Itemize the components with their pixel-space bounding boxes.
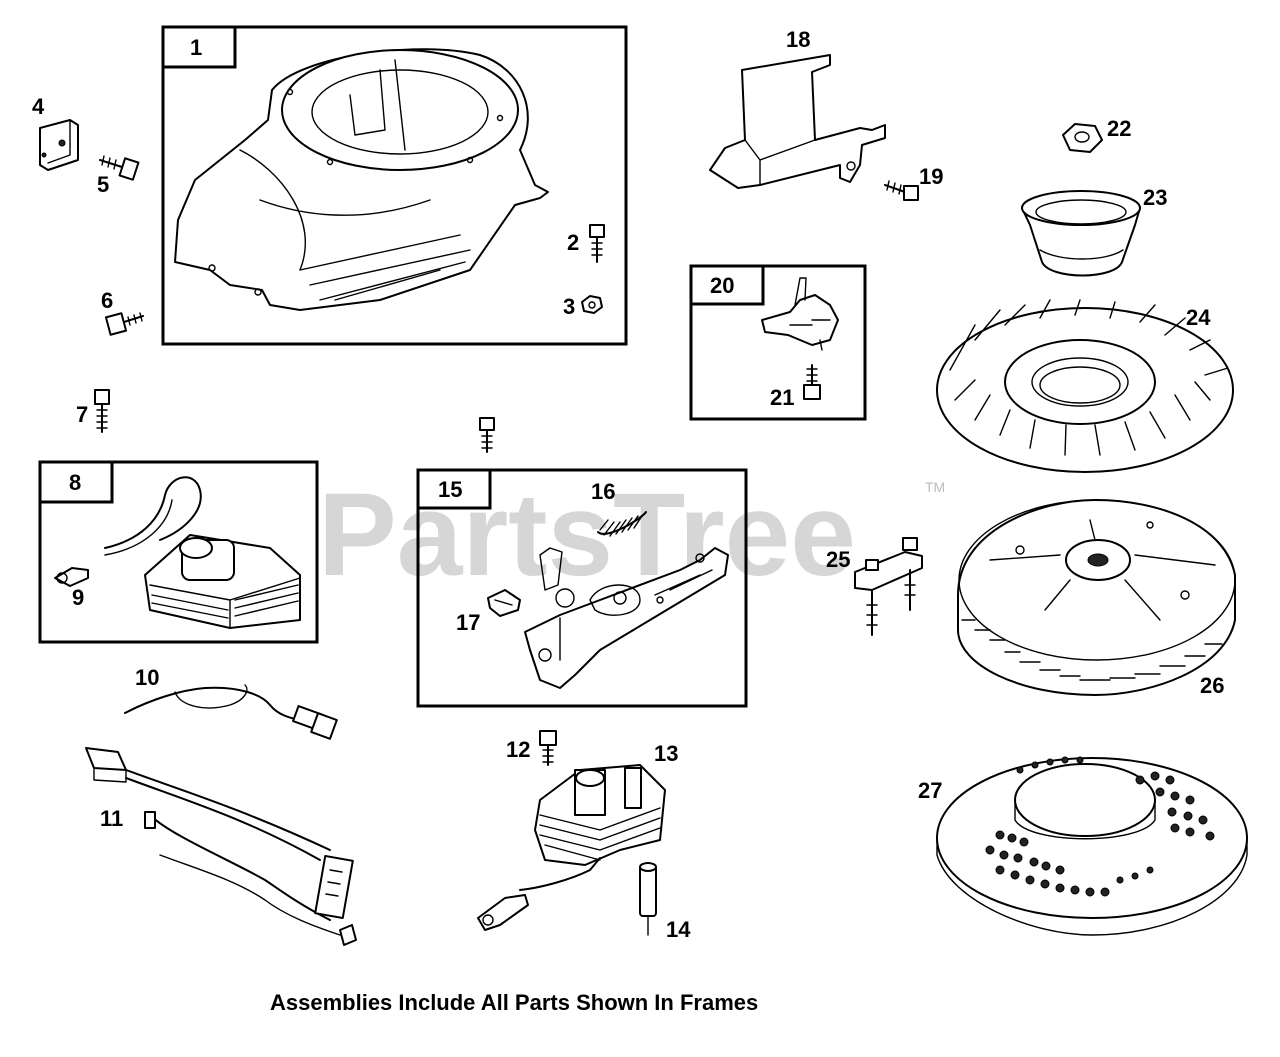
callout-25: 25 (826, 547, 850, 572)
callout-4: 4 (32, 94, 45, 119)
part-10-wire[interactable] (124, 684, 338, 740)
part-19-screw[interactable] (884, 180, 919, 201)
frame-1-label: 1 (190, 35, 202, 60)
callout-27: 27 (918, 778, 942, 803)
callout-22: 22 (1107, 116, 1131, 141)
part-13-ignition-module[interactable] (477, 764, 666, 931)
watermark: PartsTree (318, 469, 856, 601)
callout-21: 21 (770, 385, 794, 410)
part-5-bolt[interactable] (99, 155, 140, 181)
part-7-bolt[interactable] (94, 389, 110, 433)
callout-9: 9 (72, 585, 84, 610)
callout-5: 5 (97, 172, 109, 197)
callout-24: 24 (1186, 305, 1211, 330)
armature-part[interactable] (104, 476, 301, 629)
control-bracket-part[interactable] (524, 547, 729, 689)
frame-20-label: 20 (710, 273, 734, 298)
part-4-clip[interactable] (39, 119, 79, 171)
frame-1-blower-housing[interactable]: 1 (161, 25, 628, 346)
callout-6: 6 (101, 288, 113, 313)
part-9-spark-plug-boot[interactable] (54, 567, 89, 587)
callout-3: 3 (563, 294, 575, 319)
frame-20-bracket-assembly[interactable]: 20 (689, 264, 867, 421)
callout-13: 13 (654, 741, 678, 766)
part-16-spring[interactable] (597, 511, 647, 537)
part-14-spacer[interactable] (639, 862, 657, 936)
callout-19: 19 (919, 164, 943, 189)
callout-11: 11 (100, 806, 123, 831)
frame-15-label: 15 (438, 477, 462, 502)
frame-8-armature-assembly[interactable]: 8 (38, 460, 319, 644)
callout-23: 23 (1143, 185, 1167, 210)
part-18-air-baffle[interactable] (709, 54, 886, 189)
part-12-screw[interactable] (539, 730, 557, 766)
callout-17: 17 (456, 610, 480, 635)
part-17-link[interactable] (487, 589, 521, 617)
part-2-screw[interactable] (589, 224, 605, 263)
trademark-mark: TM (925, 479, 945, 495)
callout-26: 26 (1200, 673, 1224, 698)
frame-15-control-bracket-assembly[interactable]: 15 (416, 468, 748, 708)
part-27-rotating-screen[interactable] (936, 756, 1248, 936)
callout-10: 10 (135, 665, 159, 690)
callout-18: 18 (786, 27, 810, 52)
callout-7: 7 (76, 402, 88, 427)
bracket-part-20[interactable] (761, 277, 839, 351)
bracket-screw[interactable] (479, 417, 495, 453)
part-22-nut[interactable] (1062, 123, 1103, 153)
part-23-starter-cup[interactable] (1021, 190, 1141, 277)
part-3-nut[interactable] (581, 295, 603, 314)
callout-12: 12 (506, 737, 530, 762)
part-6-bolt[interactable] (104, 312, 144, 336)
callout-2: 2 (567, 230, 579, 255)
part-21-screw[interactable] (803, 364, 821, 400)
callout-14: 14 (666, 917, 691, 942)
part-25-mounting-bracket[interactable] (854, 537, 923, 636)
frame-8-label: 8 (69, 470, 81, 495)
blower-housing-part[interactable] (174, 48, 549, 311)
callout-16: 16 (591, 479, 615, 504)
part-26-flywheel[interactable] (957, 499, 1236, 696)
part-24-fan[interactable] (936, 299, 1234, 473)
diagram-caption: Assemblies Include All Parts Shown In Fr… (270, 990, 758, 1015)
part-11-wire-harness[interactable] (85, 747, 357, 946)
